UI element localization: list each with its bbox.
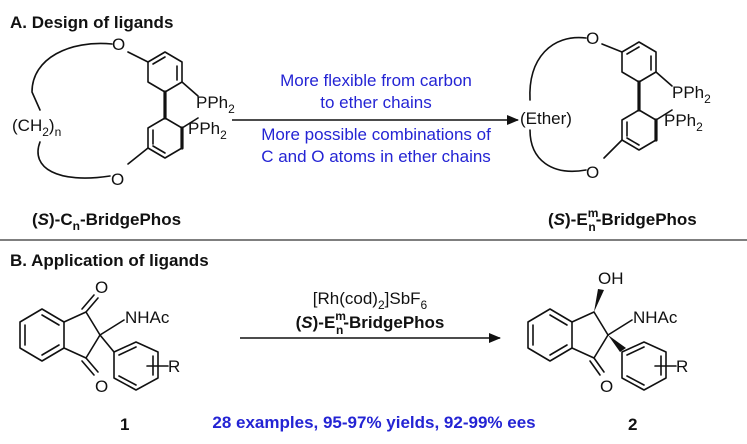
- arrow-text-line1: More flexible from carbon: [280, 71, 472, 90]
- left-pph2-bottom: PPh2: [188, 119, 227, 142]
- reactant-o-top: O: [95, 278, 108, 297]
- catalyst-text: [Rh(cod)2]SbF6: [313, 289, 428, 312]
- right-o-top: O: [586, 29, 599, 48]
- reactant-r: R: [168, 357, 180, 376]
- left-pph2-top: PPh2: [196, 93, 235, 116]
- left-ligand-structure: [31, 42, 199, 179]
- product-o: O: [600, 377, 613, 396]
- product-nhac: NHAc: [633, 308, 678, 327]
- product-r: R: [676, 357, 688, 376]
- arrow-text-line3: More possible combinations of: [261, 125, 491, 144]
- right-pph2-bottom: PPh2: [664, 111, 703, 134]
- reactant-structure: [19, 294, 169, 391]
- left-ligand-name: (S)-Cn-BridgePhos: [32, 210, 181, 233]
- arrow-text-line4: C and O atoms in ether chains: [261, 147, 491, 166]
- reactant-nhac: NHAc: [125, 308, 170, 327]
- section-b-title: B. Application of ligands: [10, 251, 209, 270]
- left-o-top: O: [112, 35, 125, 54]
- section-a-title: A. Design of ligands: [10, 13, 173, 32]
- arrow-text-line2: to ether chains: [320, 93, 432, 112]
- product-label: 2: [628, 415, 637, 434]
- right-o-bottom: O: [586, 163, 599, 182]
- right-pph2-top: PPh2: [672, 83, 711, 106]
- left-o-bottom: O: [111, 170, 124, 189]
- product-oh: OH: [598, 269, 624, 288]
- product-structure: [527, 289, 677, 391]
- scope-summary: 28 examples, 95-97% yields, 92-99% ees: [212, 413, 535, 432]
- reactant-label: 1: [120, 415, 129, 434]
- right-ligand-structure: [529, 36, 673, 172]
- left-chain-label: (CH2)n: [12, 116, 61, 139]
- reactant-o-bottom: O: [95, 377, 108, 396]
- right-chain-label: (Ether): [520, 109, 572, 128]
